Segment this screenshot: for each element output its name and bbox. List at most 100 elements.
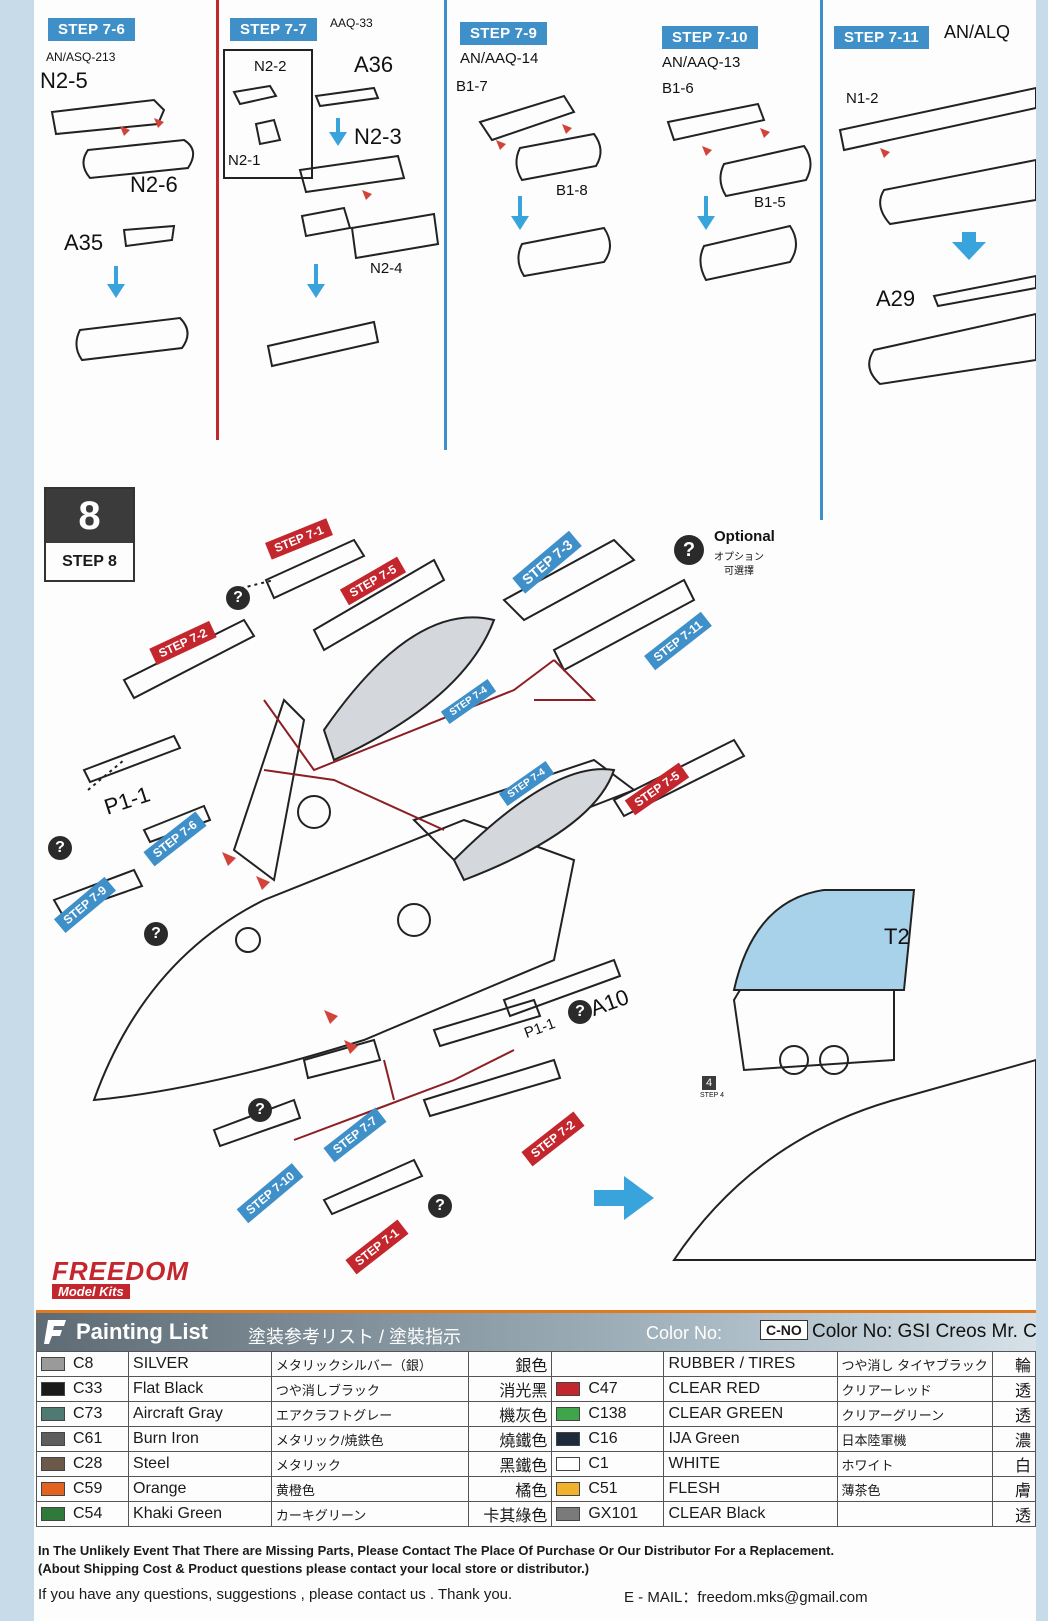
paint-cn-cell: 機灰色 <box>467 1401 553 1427</box>
color-swatch <box>41 1381 65 1396</box>
part-label: A35 <box>64 230 104 255</box>
color-swatch <box>41 1431 65 1446</box>
paint-en-cell: Orange <box>128 1476 272 1502</box>
paint-code-cell: C8 <box>35 1351 130 1377</box>
step-7-6-title: AN/ASQ-213 <box>46 50 116 64</box>
paint-cn: 銀色 <box>515 1358 548 1375</box>
paint-en-cell: CLEAR Black <box>663 1501 838 1527</box>
step-7-line-art <box>50 49 1036 386</box>
color-swatch <box>556 1506 581 1521</box>
paint-cn: 透 <box>1014 1383 1031 1400</box>
paint-cn: 黑鐵色 <box>499 1458 548 1475</box>
paint-en: Burn Iron <box>133 1430 199 1447</box>
paint-en-cell: Steel <box>128 1451 272 1477</box>
step-7-9-tag: STEP 7-9 <box>460 22 548 45</box>
paint-code: C61 <box>73 1430 103 1447</box>
paint-cn-cell: 白 <box>991 1451 1037 1477</box>
part-label: N2-2 <box>254 58 287 75</box>
paint-code-cell: C47 <box>551 1376 665 1402</box>
optional-question-icon: ? <box>144 922 168 946</box>
color-swatch <box>556 1431 581 1446</box>
paint-cn-cell: 卡其綠色 <box>467 1501 553 1527</box>
step-7-7-tag: STEP 7-7 <box>230 18 318 41</box>
paint-jp-cell: カーキグリーン <box>270 1501 469 1527</box>
brand-logo: FREEDOM <box>52 1256 189 1286</box>
paint-code: C16 <box>588 1430 618 1447</box>
paint-jp-cell: エアクラフトグレー <box>270 1401 469 1427</box>
paint-code-cell: C54 <box>35 1501 130 1527</box>
color-swatch <box>41 1356 65 1371</box>
paint-cn-cell: 黑鐵色 <box>467 1451 553 1477</box>
paint-en-cell: WHITE <box>663 1451 838 1477</box>
paint-cn-cell: 輪 <box>991 1351 1037 1377</box>
paint-en: Flat Black <box>133 1380 204 1397</box>
color-swatch <box>556 1456 581 1471</box>
paint-code-cell: C28 <box>35 1451 130 1477</box>
paint-code-cell: C138 <box>551 1401 665 1427</box>
mini-step-label: STEP 4 <box>700 1092 724 1099</box>
cno-description: Color No: GSI Creos Mr. C <box>812 1321 1037 1342</box>
paint-jp: クリアーレッド <box>841 1382 932 1398</box>
paint-jp: つや消し タイヤブラック <box>841 1357 988 1373</box>
paint-cn: 機灰色 <box>499 1408 548 1425</box>
painting-list-header: Painting List 塗装参考リスト / 塗裝指示 Color No: C… <box>36 1310 1037 1351</box>
optional-label: Optional <box>714 528 775 545</box>
paint-en-cell: Flat Black <box>128 1376 272 1402</box>
paint-en: Khaki Green <box>133 1505 222 1522</box>
paint-en: CLEAR RED <box>668 1380 761 1397</box>
optional-question-icon: ? <box>568 1000 592 1024</box>
mini-step-number: 4 <box>702 1076 717 1090</box>
color-swatch <box>41 1456 65 1471</box>
part-label: N2-6 <box>130 172 178 197</box>
paint-cn: 燒鐵色 <box>499 1433 548 1450</box>
paint-code-cell: C16 <box>551 1426 665 1452</box>
paint-code-cell <box>551 1351 665 1377</box>
color-swatch <box>556 1481 581 1496</box>
paint-en-cell: SILVER <box>128 1351 272 1377</box>
paint-cn: 卡其綠色 <box>483 1508 548 1525</box>
paint-cn-cell: 橘色 <box>467 1476 553 1502</box>
paint-code: C33 <box>73 1380 103 1397</box>
paint-cn-cell: 膚 <box>991 1476 1037 1502</box>
color-swatch <box>556 1381 581 1396</box>
freedom-f-icon <box>44 1320 66 1344</box>
paint-en: Aircraft Gray <box>133 1405 223 1422</box>
step-7-11-title: AN/ALQ <box>944 22 1011 42</box>
paint-code-cell: GX101 <box>551 1501 665 1527</box>
paint-jp: カーキグリーン <box>275 1507 367 1523</box>
paint-cn: 消光黑 <box>499 1383 548 1400</box>
paint-en-cell: IJA Green <box>663 1426 838 1452</box>
paint-jp: ホワイト <box>841 1457 894 1473</box>
paint-jp-cell: メタリック/焼鉄色 <box>270 1426 469 1452</box>
part-label: N2-1 <box>228 152 261 169</box>
paint-jp: エアクラフトグレー <box>275 1407 393 1423</box>
paint-en-cell: RUBBER / TIRES <box>663 1351 838 1377</box>
step-7-9-title: AN/AAQ-14 <box>460 50 539 67</box>
cno-badge: C-NO <box>760 1320 808 1340</box>
painting-list-title: Painting List <box>76 1319 208 1344</box>
part-label: B1-8 <box>556 182 588 199</box>
paint-en: Steel <box>133 1455 170 1472</box>
paint-jp: つや消しブラック <box>275 1382 380 1398</box>
painting-list-subtitle: 塗装参考リスト / 塗裝指示 <box>248 1327 462 1347</box>
color-swatch <box>41 1406 65 1421</box>
step-8-label: STEP 8 <box>62 553 117 570</box>
part-label: N2-5 <box>40 68 88 93</box>
paint-en-cell: Aircraft Gray <box>128 1401 272 1427</box>
part-label: N2-4 <box>370 260 403 277</box>
footer-contact: If you have any questions, suggestions ,… <box>38 1586 513 1603</box>
part-label: T2 <box>884 924 910 949</box>
paint-code: GX101 <box>588 1505 639 1522</box>
paint-jp: 日本陸軍機 <box>841 1432 907 1448</box>
color-no-label: Color No: <box>646 1323 723 1343</box>
step-8-box: 8 STEP 8 <box>44 487 135 582</box>
paint-en-cell: Khaki Green <box>128 1501 272 1527</box>
paint-code: C59 <box>73 1480 103 1497</box>
paint-jp-cell: メタリック <box>270 1451 469 1477</box>
